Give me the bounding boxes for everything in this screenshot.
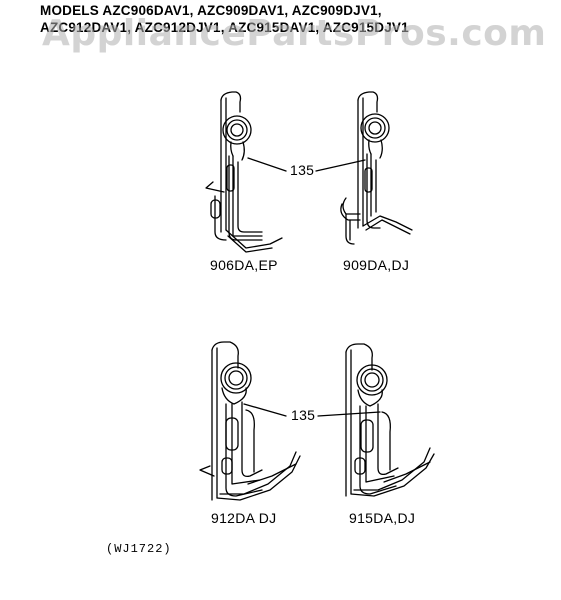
leader-line-bottom-left	[243, 403, 287, 417]
leader-line-top-right	[315, 159, 366, 172]
leader-line-top-left	[247, 157, 287, 172]
callout-135-top: 135	[290, 162, 315, 178]
watermark: AppliancePartsPros.com	[42, 13, 547, 54]
leader-line-bottom-right	[317, 411, 381, 417]
models-header: MODELS AZC906DAV1, AZC909DAV1, AZC909DJV…	[40, 2, 540, 36]
drawing-code: (WJ1722)	[106, 542, 172, 556]
tubing-assembly-909da	[340, 91, 413, 245]
models-header-line-1: MODELS AZC906DAV1, AZC909DAV1, AZC909DJV…	[40, 3, 382, 18]
callout-135-bottom: 135	[291, 407, 316, 423]
variant-label-909da: 909DA,DJ	[343, 257, 410, 273]
variant-label-906da: 906DA,EP	[210, 257, 278, 273]
variant-label-912da: 912DA DJ	[211, 510, 277, 526]
tubing-assembly-906da	[205, 91, 283, 253]
tubing-assembly-912da	[199, 341, 301, 501]
models-header-line-2: AZC912DAV1, AZC912DJV1, AZC915DAV1, AZC9…	[40, 20, 409, 35]
variant-label-915da: 915DA,DJ	[349, 510, 416, 526]
tubing-assembly-915da	[345, 343, 435, 497]
